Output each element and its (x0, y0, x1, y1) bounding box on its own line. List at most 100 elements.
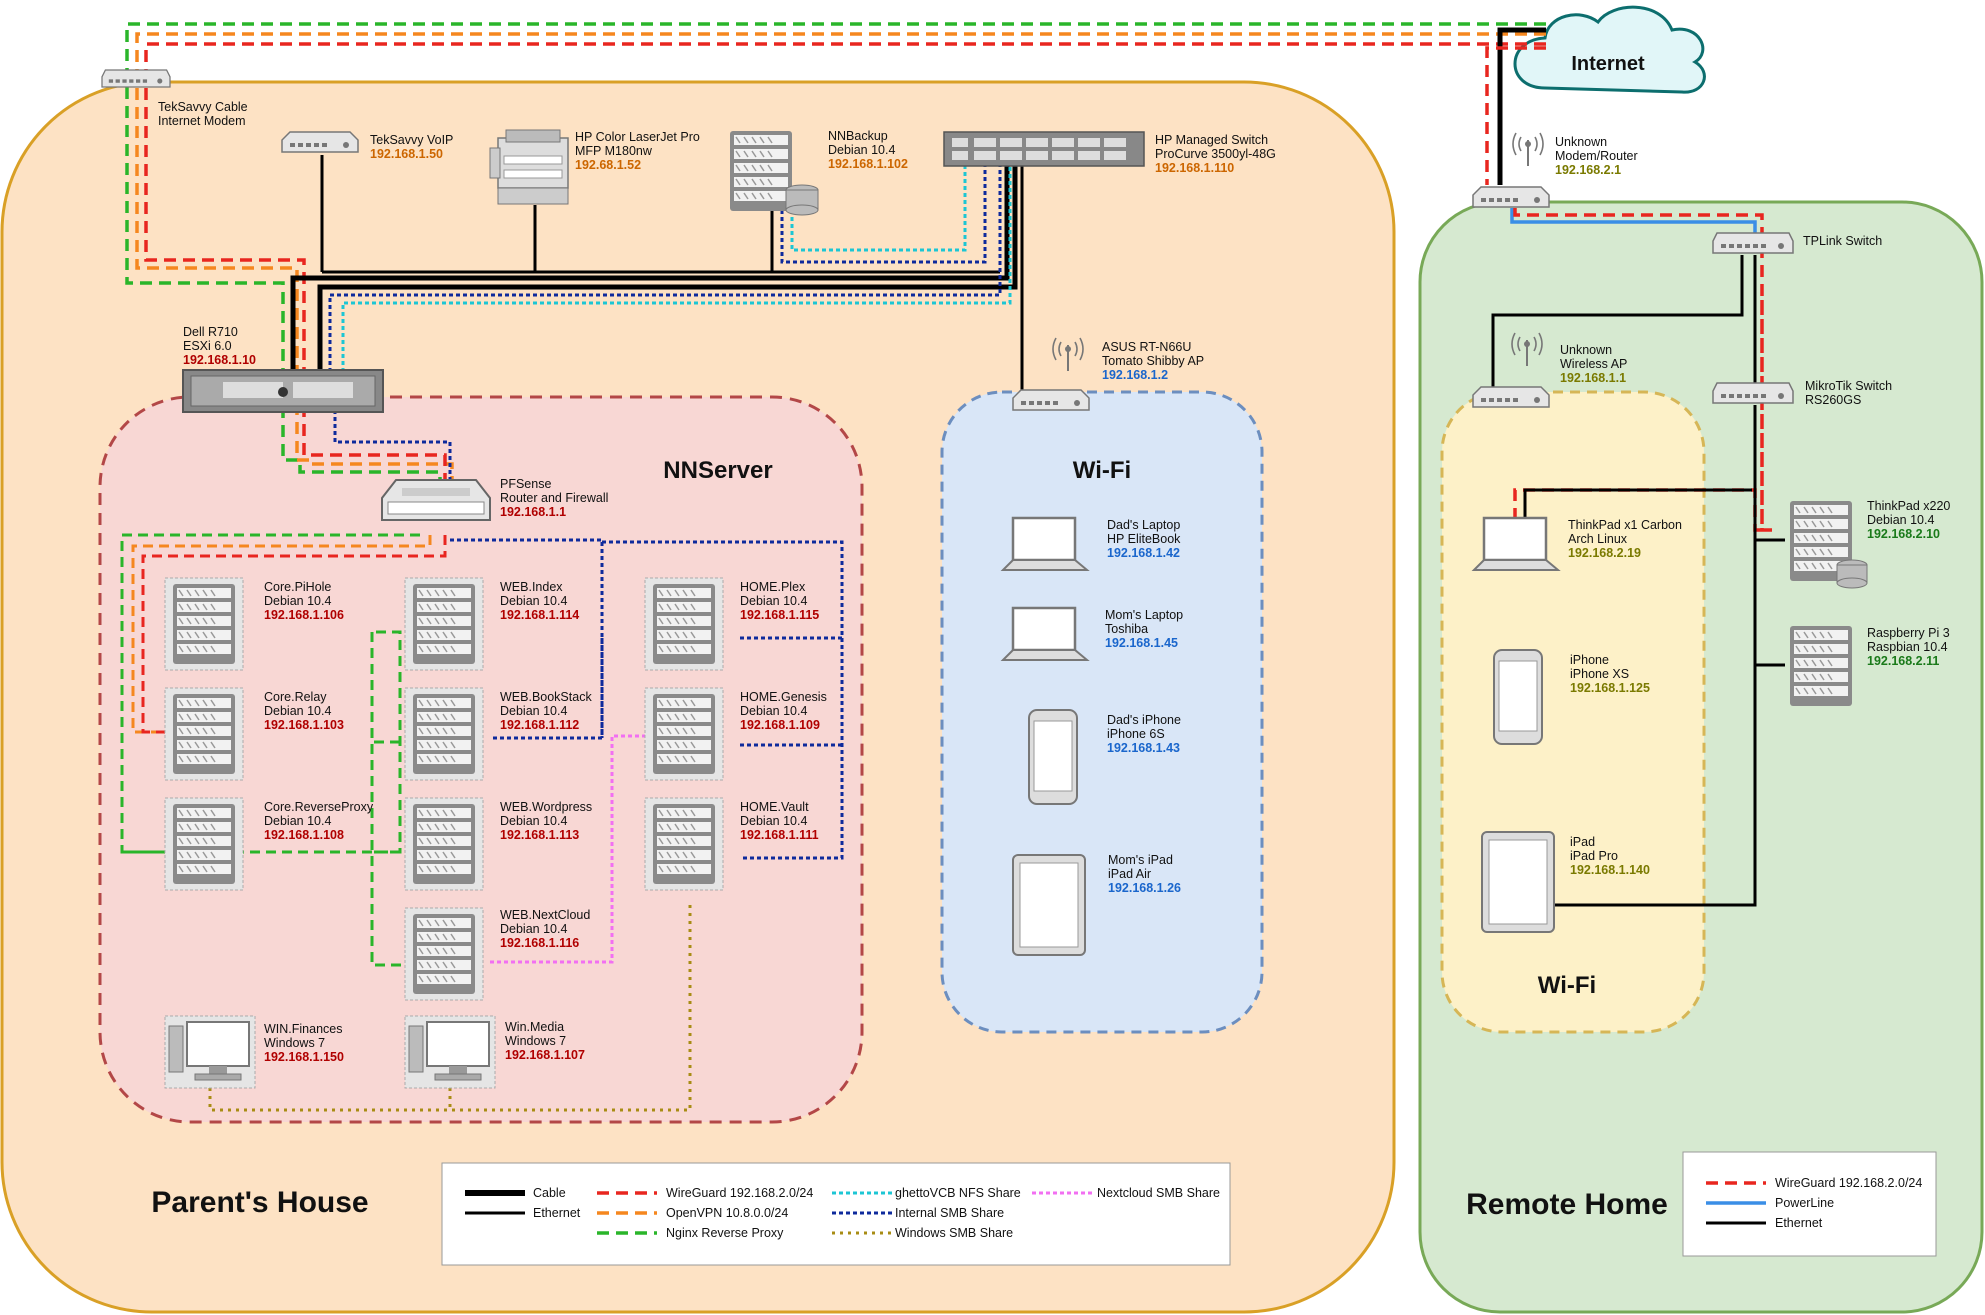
ipad-pro-label-2: iPad Pro (1570, 849, 1618, 863)
remote-ap-ip: 192.168.1.1 (1560, 371, 1626, 385)
nextcloud-ip: 192.168.1.116 (500, 936, 579, 950)
dell-label-1: Dell R710 (183, 325, 238, 339)
internet-cloud: Internet (1513, 5, 1706, 94)
hp-switch-ip: 192.168.1.110 (1155, 161, 1234, 175)
mom-laptop-label-2: Toshiba (1105, 622, 1148, 636)
finances-ip: 192.168.1.150 (264, 1050, 344, 1064)
mom-ipad-ip: 192.168.1.26 (1108, 881, 1181, 895)
nnbackup-label-2: Debian 10.4 (828, 143, 895, 157)
iphone-xs-label-2: iPhone XS (1570, 667, 1629, 681)
asus-ip: 192.168.1.2 (1102, 368, 1168, 382)
remote-router-icon (1472, 186, 1550, 208)
vault-label-2: Debian 10.4 (740, 814, 807, 828)
hp-switch-icon (943, 131, 1145, 167)
mikrotik-label-2: RS260GS (1805, 393, 1861, 407)
nnbackup-icon (729, 130, 819, 216)
tplink-label-1: TPLink Switch (1803, 234, 1882, 248)
printer-label-2: MFP M180nw (575, 144, 653, 158)
internet-label: Internet (1571, 53, 1645, 75)
wordpress-ip: 192.168.1.113 (500, 828, 579, 842)
line-remote-cable (1497, 27, 1546, 185)
voip-ip: 192.168.1.50 (370, 147, 443, 161)
winmedia-pc-icon (404, 1015, 496, 1089)
dell-label-2: ESXi 6.0 (183, 339, 232, 353)
plex-label-1: HOME.Plex (740, 580, 806, 594)
remote-ap-icon (1472, 386, 1550, 408)
legend-internal-smb: Internal SMB Share (895, 1206, 1004, 1220)
remote-router-label-2: Modem/Router (1555, 149, 1638, 163)
mom-ipad-label-1: Mom's iPad (1108, 853, 1173, 867)
vault-server-icon (644, 797, 724, 891)
thinkpad-x1-icon (1472, 516, 1560, 572)
finances-pc-icon (164, 1015, 256, 1089)
pihole-label-2: Debian 10.4 (264, 594, 331, 608)
dell-server-icon (182, 369, 384, 413)
line-cable-modem-inet (148, 32, 1546, 80)
bookstack-server-icon (404, 687, 484, 781)
wifi-remote-zone (1440, 390, 1706, 1034)
voip-label-1: TekSavvy VoIP (370, 133, 453, 147)
nextcloud-label-2: Debian 10.4 (500, 922, 567, 936)
winmedia-label-2: Windows 7 (505, 1034, 566, 1048)
legend-remote-wireguard: WireGuard 192.168.2.0/24 (1775, 1176, 1922, 1190)
tplink-switch-icon (1712, 232, 1794, 254)
mikrotik-switch-icon (1712, 382, 1794, 404)
asus-label-1: ASUS RT-N66U (1102, 340, 1191, 354)
nnserver-title: NNServer (663, 457, 772, 484)
dad-laptop-label-1: Dad's Laptop (1107, 518, 1180, 532)
dad-iphone-label-2: iPhone 6S (1107, 727, 1165, 741)
bookstack-ip: 192.168.1.112 (500, 718, 579, 732)
remote-router-antenna-icon (1512, 132, 1544, 167)
pfsense-label-1: PFSense (500, 477, 551, 491)
line-wireguard-internal (141, 535, 447, 734)
iphone-xs-label-1: iPhone (1570, 653, 1609, 667)
pihole-label-1: Core.PiHole (264, 580, 331, 594)
dad-iphone-label-1: Dad's iPhone (1107, 713, 1181, 727)
asus-ap-icon (1012, 389, 1090, 411)
legend-remote-powerline: PowerLine (1775, 1196, 1834, 1210)
relay-label-2: Debian 10.4 (264, 704, 331, 718)
rproxy-ip: 192.168.1.108 (264, 828, 344, 842)
thinkpad-x1-ip: 192.168.2.19 (1568, 546, 1641, 560)
mikrotik-label-1: MikroTik Switch (1805, 379, 1892, 393)
dad-laptop-icon (1001, 516, 1089, 572)
parents-house-title: Parent's House (151, 1186, 368, 1219)
remote-router-ip: 192.168.2.1 (1555, 163, 1621, 177)
hp-switch-label-2: ProCurve 3500yl-48G (1155, 147, 1276, 161)
pfsense-icon (381, 479, 491, 521)
plex-label-2: Debian 10.4 (740, 594, 807, 608)
line-remote-wg (1485, 46, 1546, 185)
rpi-ip: 192.168.2.11 (1867, 654, 1939, 668)
plex-ip: 192.168.1.115 (740, 608, 819, 622)
dell-ip: 192.168.1.10 (183, 353, 256, 367)
webindex-label-2: Debian 10.4 (500, 594, 567, 608)
line-nginx-internal (120, 533, 420, 967)
mom-ipad-label-2: iPad Air (1108, 867, 1151, 881)
printer-label-1: HP Color LaserJet Pro (575, 130, 700, 144)
line-nginx-wan (125, 22, 1546, 485)
asus-label-2: Tomato Shibby AP (1102, 354, 1204, 368)
relay-ip: 192.168.1.103 (264, 718, 344, 732)
legend-remote-ethernet: Ethernet (1775, 1216, 1823, 1230)
modem-icon (101, 69, 171, 88)
legend-remote: WireGuard 192.168.2.0/24 PowerLine Ether… (1682, 1151, 1937, 1257)
legend-windows-smb: Windows SMB Share (895, 1226, 1013, 1240)
legend-cable: Cable (533, 1186, 566, 1200)
webindex-label-1: WEB.Index (500, 580, 563, 594)
winmedia-label-1: Win.Media (505, 1020, 564, 1034)
rpi-label-2: Raspbian 10.4 (1867, 640, 1948, 654)
ipad-pro-ip: 192.168.1.140 (1570, 863, 1650, 877)
nnbackup-ip: 192.168.1.102 (828, 157, 908, 171)
line-cable-dell-switch (290, 165, 1010, 370)
line-ghettovcb (341, 165, 1012, 372)
webindex-server-icon (404, 577, 484, 671)
bookstack-label-1: WEB.BookStack (500, 690, 592, 704)
rpi-label-1: Raspberry Pi 3 (1867, 626, 1950, 640)
wifi-remote-title: Wi-Fi (1538, 972, 1596, 999)
relay-label-1: Core.Relay (264, 690, 327, 704)
rpi-icon (1789, 625, 1853, 707)
legend-nginx: Nginx Reverse Proxy (666, 1226, 784, 1240)
hp-switch-label-1: HP Managed Switch (1155, 133, 1268, 147)
vault-label-1: HOME.Vault (740, 800, 809, 814)
